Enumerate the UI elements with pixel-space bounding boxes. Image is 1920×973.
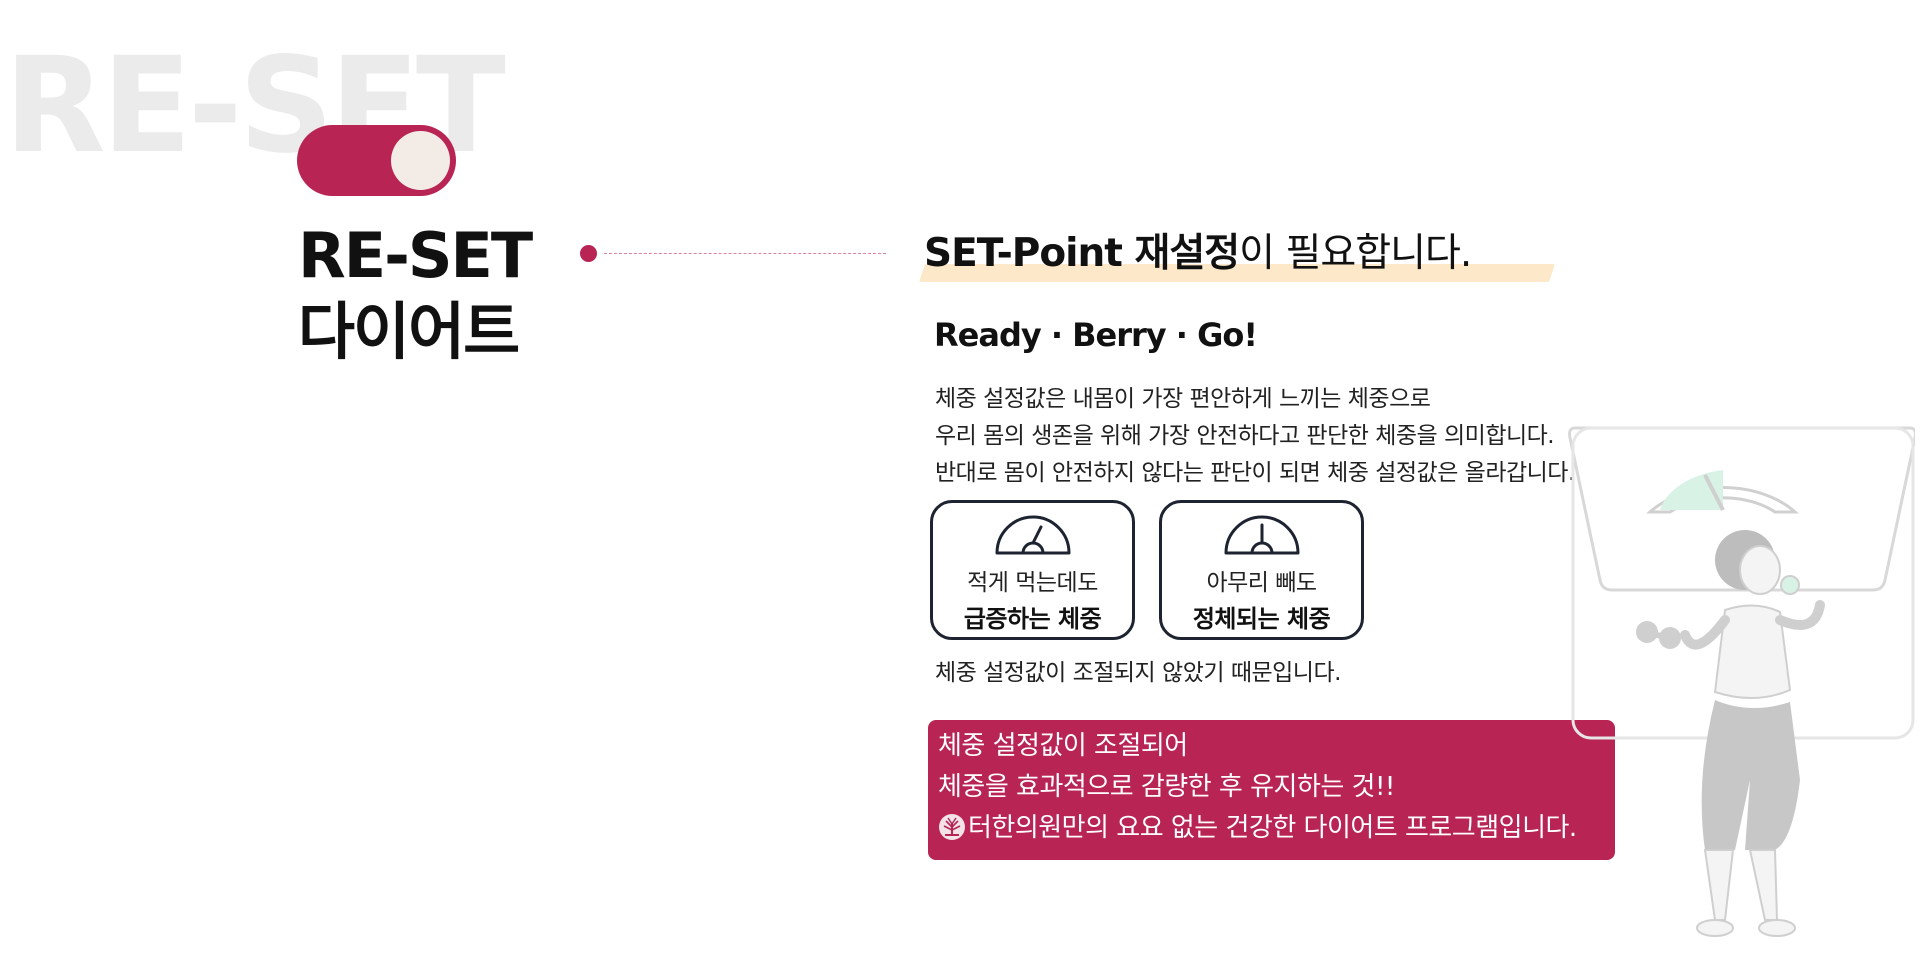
description-line: 반대로 몸이 안전하지 않다는 판단이 되면 체중 설정값은 올라갑니다. <box>935 460 1575 486</box>
card-line2: 급증하는 체중 <box>963 605 1102 633</box>
connector-dashed-line <box>604 253 886 254</box>
gauge-icon <box>995 515 1070 555</box>
subtitle: Ready · Berry · Go! <box>934 316 1258 354</box>
gauge-icon <box>1224 515 1299 555</box>
callout-line2: 체중을 효과적으로 감량한 후 유지하는 것!! <box>938 772 1395 802</box>
section-title-line2: 다이어트 <box>298 295 520 368</box>
cause-note: 체중 설정값이 조절되지 않았기 때문입니다. <box>935 660 1341 686</box>
scale-woman-illustration <box>1568 426 1915 937</box>
callout-line3: 터한의원만의 요요 없는 건강한 다이어트 프로그램입니다. <box>968 813 1577 843</box>
card-line2: 정체되는 체중 <box>1192 605 1331 633</box>
card-line1: 아무리 빼도 <box>1206 570 1317 596</box>
description-paragraph: 체중 설정값은 내몸이 가장 편안하게 느끼는 체중으로 우리 몸의 생존을 위… <box>935 381 1575 492</box>
headline-strong: SET-Point 재설정 <box>924 231 1240 276</box>
card-line1: 적게 먹는데도 <box>967 570 1098 596</box>
tree-logo-icon <box>939 814 965 840</box>
connector-dot <box>580 245 597 262</box>
program-callout: 체중 설정값이 조절되어 체중을 효과적으로 감량한 후 유지하는 것!! 터한… <box>928 720 1615 860</box>
toggle-switch-icon <box>297 125 456 196</box>
section-title: RE-SET 다이어트 <box>298 218 533 370</box>
toggle-knob <box>391 131 450 190</box>
symptom-card: 적게 먹는데도 급증하는 체중 <box>930 500 1135 640</box>
headline: SET-Point 재설정이 필요합니다. <box>919 226 1555 282</box>
symptom-card: 아무리 빼도 정체되는 체중 <box>1159 500 1364 640</box>
description-line: 우리 몸의 생존을 위해 가장 안전하다고 판단한 체중을 의미합니다. <box>935 423 1555 449</box>
callout-line1: 체중 설정값이 조절되어 <box>938 731 1188 761</box>
section-title-line1: RE-SET <box>298 219 533 292</box>
description-line: 체중 설정값은 내몸이 가장 편안하게 느끼는 체중으로 <box>935 386 1431 412</box>
headline-rest: 이 필요합니다. <box>1239 231 1472 276</box>
